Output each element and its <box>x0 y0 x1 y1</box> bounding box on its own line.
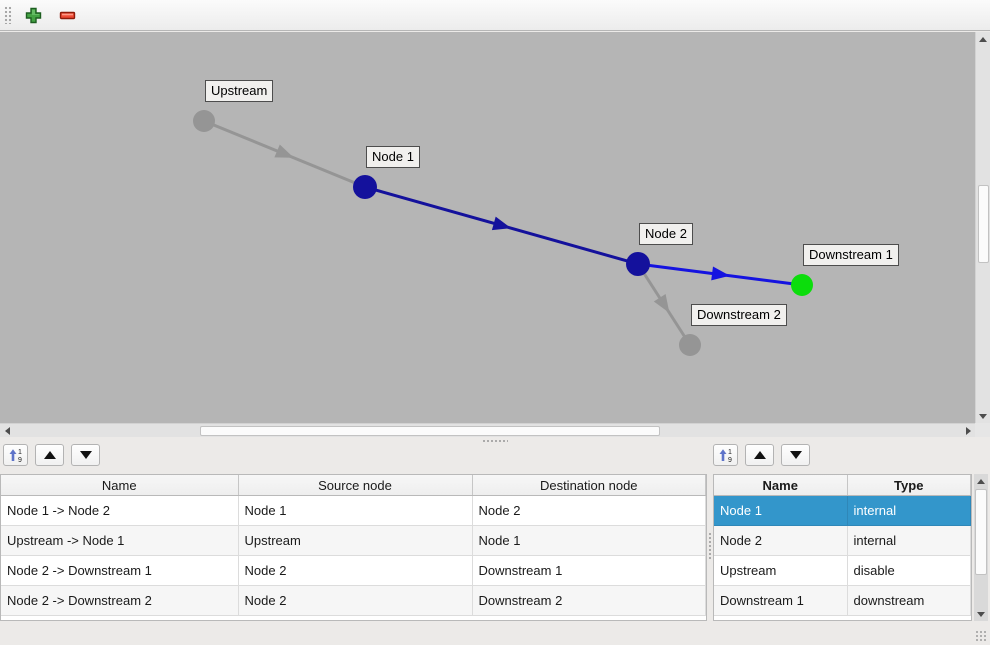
node-label-downstream-2: Downstream 2 <box>691 304 787 326</box>
node-upstream[interactable] <box>193 110 215 132</box>
svg-text:9: 9 <box>18 457 22 463</box>
cell: Upstream -> Node 1 <box>1 525 239 556</box>
move-up-icon <box>753 451 766 459</box>
node-node-1[interactable] <box>353 175 377 199</box>
status-bar <box>0 621 990 645</box>
scrollbar-corner <box>975 423 990 437</box>
node-label-upstream: Upstream <box>205 80 274 102</box>
plus-icon <box>25 7 41 23</box>
window-resize-grip-icon[interactable] <box>975 630 987 642</box>
cell: Node 1 <box>472 525 706 556</box>
edge-arrow-icon <box>653 294 670 313</box>
cell: Node 2 <box>714 525 848 556</box>
toolbar-grip[interactable] <box>4 6 12 24</box>
edges-sort-button[interactable]: 1 9 <box>3 444 28 466</box>
edge-arrow-icon <box>491 216 512 231</box>
sort-ascending-icon: 1 9 <box>719 449 732 463</box>
move-up-icon <box>43 451 56 459</box>
move-down-icon <box>79 451 92 459</box>
cell: Node 2 <box>472 495 706 526</box>
edge-arrow-icon <box>274 144 294 158</box>
node-downstream-2[interactable] <box>679 334 701 356</box>
nodes-sort-button[interactable]: 1 9 <box>713 444 738 466</box>
edge-arrow-icon <box>711 266 730 281</box>
edges-column-header-source[interactable]: Source node <box>238 475 473 496</box>
nodes-table-scrollbar[interactable] <box>974 474 988 621</box>
cell: Upstream <box>714 555 848 586</box>
cell: Downstream 1 <box>714 585 848 616</box>
node-downstream-1[interactable] <box>791 274 813 296</box>
horizontal-pane-splitter[interactable] <box>0 437 990 444</box>
cell: Upstream <box>238 525 473 556</box>
sort-ascending-icon: 1 9 <box>9 449 22 463</box>
edges-table: Name Source node Destination node Node 1… <box>0 474 707 621</box>
cell: Node 2 <box>238 585 473 616</box>
svg-text:1: 1 <box>18 449 22 456</box>
cell: disable <box>847 555 971 586</box>
cell: Downstream 2 <box>472 585 706 616</box>
splitter-grip-icon <box>482 439 508 443</box>
cell: Node 1 <box>238 495 473 526</box>
cell: Downstream 1 <box>472 555 706 586</box>
splitter-grip-icon <box>708 532 712 560</box>
edges-column-header-name[interactable]: Name <box>1 475 239 496</box>
node-label-node-1: Node 1 <box>366 146 420 168</box>
nodes-table-scroll-thumb[interactable] <box>975 489 987 575</box>
canvas-vertical-scrollbar[interactable] <box>975 32 990 423</box>
minus-icon <box>59 11 75 19</box>
add-node-button[interactable] <box>20 2 46 28</box>
main-toolbar <box>0 0 990 31</box>
nodes-panel-toolbar: 1 9 <box>713 444 817 468</box>
nodes-move-down-button[interactable] <box>781 444 810 466</box>
node-label-node-2: Node 2 <box>639 223 693 245</box>
graph-drawing <box>193 110 813 356</box>
cell: Node 1 -> Node 2 <box>1 495 239 526</box>
scroll-left-arrow-icon[interactable] <box>0 424 14 438</box>
cell: downstream <box>847 585 971 616</box>
move-down-icon <box>789 451 802 459</box>
canvas-vertical-scroll-thumb[interactable] <box>978 185 989 263</box>
scroll-down-arrow-icon[interactable] <box>974 607 988 621</box>
cell: Node 2 -> Downstream 1 <box>1 555 239 586</box>
scroll-up-arrow-icon[interactable] <box>976 32 990 46</box>
node-label-downstream-1: Downstream 1 <box>803 244 899 266</box>
canvas-horizontal-scrollbar[interactable] <box>0 423 975 437</box>
svg-text:9: 9 <box>728 457 732 463</box>
cell: Node 1 <box>714 495 848 526</box>
edges-column-header-destination[interactable]: Destination node <box>472 475 706 496</box>
cell: internal <box>847 525 971 556</box>
nodes-column-header-type[interactable]: Type <box>847 475 971 496</box>
scroll-down-arrow-icon[interactable] <box>976 409 990 423</box>
cell: internal <box>847 495 971 526</box>
canvas-horizontal-scroll-thumb[interactable] <box>200 426 660 436</box>
scroll-up-arrow-icon[interactable] <box>974 474 988 488</box>
nodes-move-up-button[interactable] <box>745 444 774 466</box>
vertical-pane-splitter[interactable] <box>707 474 713 621</box>
remove-node-button[interactable] <box>54 2 80 28</box>
edges-panel-toolbar: 1 9 <box>3 444 107 468</box>
svg-text:1: 1 <box>728 449 732 456</box>
cell: Node 2 <box>238 555 473 586</box>
scroll-right-arrow-icon[interactable] <box>961 424 975 438</box>
node-node-2[interactable] <box>626 252 650 276</box>
edges-move-down-button[interactable] <box>71 444 100 466</box>
cell: Node 2 -> Downstream 2 <box>1 585 239 616</box>
nodes-column-header-name[interactable]: Name <box>714 475 848 496</box>
edges-move-up-button[interactable] <box>35 444 64 466</box>
